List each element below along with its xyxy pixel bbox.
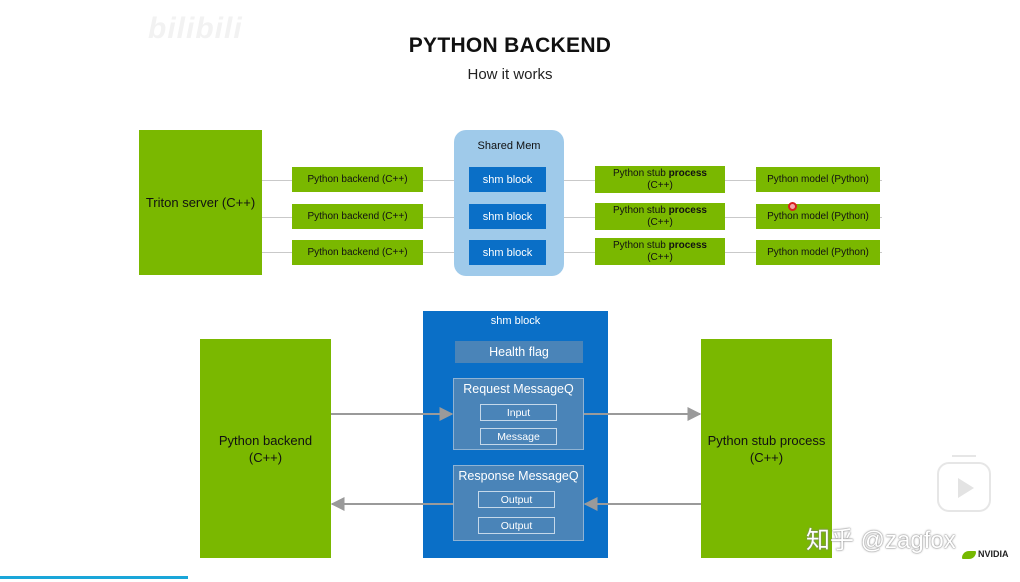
request-input-item: Input: [480, 404, 557, 421]
zhihu-watermark: 知乎 @zagfox: [806, 527, 956, 554]
play-button-ears: [952, 455, 976, 463]
python-stub-box-3: Python stub process (C++): [595, 238, 725, 265]
python-backend-label: Python backend (C++): [307, 246, 408, 258]
python-model-label: Python model (Python): [767, 210, 869, 222]
shm-block-1: shm block: [469, 167, 546, 192]
bilibili-watermark: bilibili: [148, 12, 243, 45]
python-stub-box-1: Python stub process (C++): [595, 166, 725, 193]
shared-mem-label: Shared Mem: [477, 140, 541, 152]
request-item-label: Input: [506, 406, 531, 419]
python-backend-box-1: Python backend (C++): [292, 167, 423, 192]
python-stub-box-2: Python stub process (C++): [595, 203, 725, 230]
python-backend-label: Python backend (C++): [307, 173, 408, 185]
nvidia-logo: NVIDIA: [962, 549, 1009, 559]
connector-line: [262, 252, 882, 253]
response-output-item-1: Output: [478, 491, 555, 508]
stub-label-suffix: (C++): [647, 179, 673, 191]
stub-label-prefix: Python stub: [613, 239, 669, 251]
nvidia-logo-text: NVIDIA: [978, 549, 1009, 559]
python-model-box-1: Python model (Python): [756, 167, 880, 192]
python-backend-big-line1: Python backend: [218, 432, 313, 448]
python-backend-box-2: Python backend (C++): [292, 204, 423, 229]
stub-label-bold: process: [668, 167, 707, 179]
health-flag: Health flag: [455, 341, 583, 363]
python-stub-big-box: Python stub process (C++): [701, 339, 832, 558]
shm-block-label: shm block: [482, 246, 533, 259]
cursor-dot-icon: [788, 202, 797, 211]
triton-server-box: Triton server (C++): [139, 130, 262, 275]
nvidia-eye-icon: [962, 550, 976, 559]
triton-server-label: Triton server (C++): [145, 195, 256, 210]
stub-label-suffix: (C++): [647, 216, 673, 228]
stub-label-prefix: Python stub: [613, 204, 669, 216]
shm-block-label: shm block: [482, 173, 533, 186]
request-messageq-label: Request MessageQ: [463, 382, 574, 396]
connector-line: [262, 217, 882, 218]
request-item-label: Message: [497, 430, 540, 443]
python-backend-label: Python backend (C++): [307, 210, 408, 222]
video-progress-bar[interactable]: [0, 576, 188, 579]
slide-title: PYTHON BACKEND: [408, 34, 612, 57]
stub-label-suffix: (C++): [647, 251, 673, 263]
request-message-item: Message: [480, 428, 557, 445]
response-messageq-label: Response MessageQ: [458, 469, 579, 483]
response-output-item-2: Output: [478, 517, 555, 534]
health-flag-label: Health flag: [489, 345, 549, 359]
python-model-label: Python model (Python): [767, 246, 869, 258]
response-item-label: Output: [500, 493, 533, 506]
slide-subtitle: How it works: [467, 66, 553, 83]
python-model-box-2: Python model (Python): [756, 204, 880, 229]
python-backend-big-box: Python backend (C++): [200, 339, 331, 558]
shm-block-detail-label: shm block: [490, 315, 541, 327]
connector-line: [262, 180, 882, 181]
response-item-label: Output: [500, 519, 533, 532]
stub-label-bold: process: [668, 204, 707, 216]
python-model-box-3: Python model (Python): [756, 240, 880, 265]
shm-block-3: shm block: [469, 240, 546, 265]
shm-block-label: shm block: [482, 210, 533, 223]
python-backend-box-3: Python backend (C++): [292, 240, 423, 265]
python-stub-big-line1: Python stub process: [707, 432, 826, 448]
play-icon[interactable]: [937, 462, 991, 512]
stub-label-bold: process: [668, 239, 707, 251]
python-backend-big-line2: (C++): [248, 449, 283, 465]
python-stub-big-line2: (C++): [749, 449, 784, 465]
python-model-label: Python model (Python): [767, 173, 869, 185]
stub-label-prefix: Python stub: [613, 167, 669, 179]
shm-block-2: shm block: [469, 204, 546, 229]
